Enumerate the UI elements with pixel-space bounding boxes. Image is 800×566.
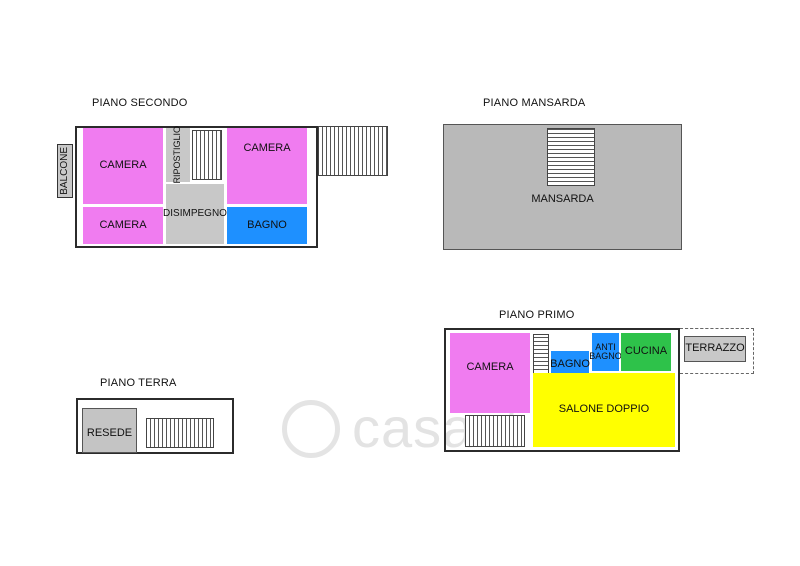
salone-label: SALONE DOPPIO: [558, 403, 650, 416]
piano-secondo-camera-1: CAMERA: [83, 128, 163, 204]
cucina-label: CUCINA: [624, 345, 668, 358]
piano-secondo-balcone: BALCONE: [57, 144, 73, 198]
piano-secondo-external-stairs: [318, 126, 388, 176]
piano-primo-title: PIANO PRIMO: [499, 309, 575, 321]
piano-terra-stairs: [146, 418, 214, 448]
watermark-logo-icon: [282, 400, 340, 458]
piano-terra-plan: [76, 398, 234, 454]
piano-primo-camera: CAMERA: [450, 333, 530, 413]
piano-secondo-bagno: BAGNO: [227, 207, 307, 244]
bagno-label: BAGNO: [247, 218, 287, 231]
piano-secondo-title: PIANO SECONDO: [92, 97, 188, 109]
piano-terra-resede: RESEDE: [82, 408, 137, 453]
camera-2-label: CAMERA: [99, 218, 147, 231]
piano-primo-terrazzo: TERRAZZO: [684, 336, 746, 362]
terrazzo-label: TERRAZZO: [685, 342, 745, 355]
camera-1-label: CAMERA: [99, 159, 147, 172]
piano-primo-antibagno: ANTI BAGNO: [589, 333, 622, 371]
piano-primo-salone: SALONE DOPPIO: [533, 373, 675, 447]
piano-secondo-camera-2: CAMERA: [83, 207, 163, 244]
antibagno-label: ANTI BAGNO: [589, 341, 622, 361]
resede-label: RESEDE: [86, 426, 133, 439]
piano-secondo-plan: [75, 126, 318, 248]
bagno-primo-label: BAGNO: [550, 358, 590, 371]
piano-primo-plan: [444, 328, 680, 452]
piano-mansarda-title: PIANO MANSARDA: [483, 97, 586, 109]
piano-primo-stairs: [465, 415, 525, 447]
piano-primo-terrazzo-border: [680, 328, 754, 374]
piano-secondo-camera-3: CAMERA: [227, 128, 307, 204]
camera-3-label: CAMERA: [243, 142, 291, 155]
balcone-label: BALCONE: [58, 147, 70, 195]
piano-secondo-disimpegno: DISIMPEGNO: [163, 184, 227, 244]
piano-terra-title: PIANO TERRA: [100, 377, 177, 389]
mansarda-label: MANSARDA: [531, 193, 594, 206]
piano-mansarda-stairs: [547, 128, 595, 186]
piano-secondo-stairs: [192, 130, 222, 180]
ripostiglio-label: RIPOSTIGLIO: [172, 126, 183, 184]
camera-label: CAMERA: [466, 361, 514, 374]
piano-secondo-ripostiglio: RIPOSTIGLIO: [166, 126, 190, 184]
disimpegno-label: DISIMPEGNO: [163, 207, 227, 219]
piano-primo-cucina: CUCINA: [621, 333, 671, 371]
